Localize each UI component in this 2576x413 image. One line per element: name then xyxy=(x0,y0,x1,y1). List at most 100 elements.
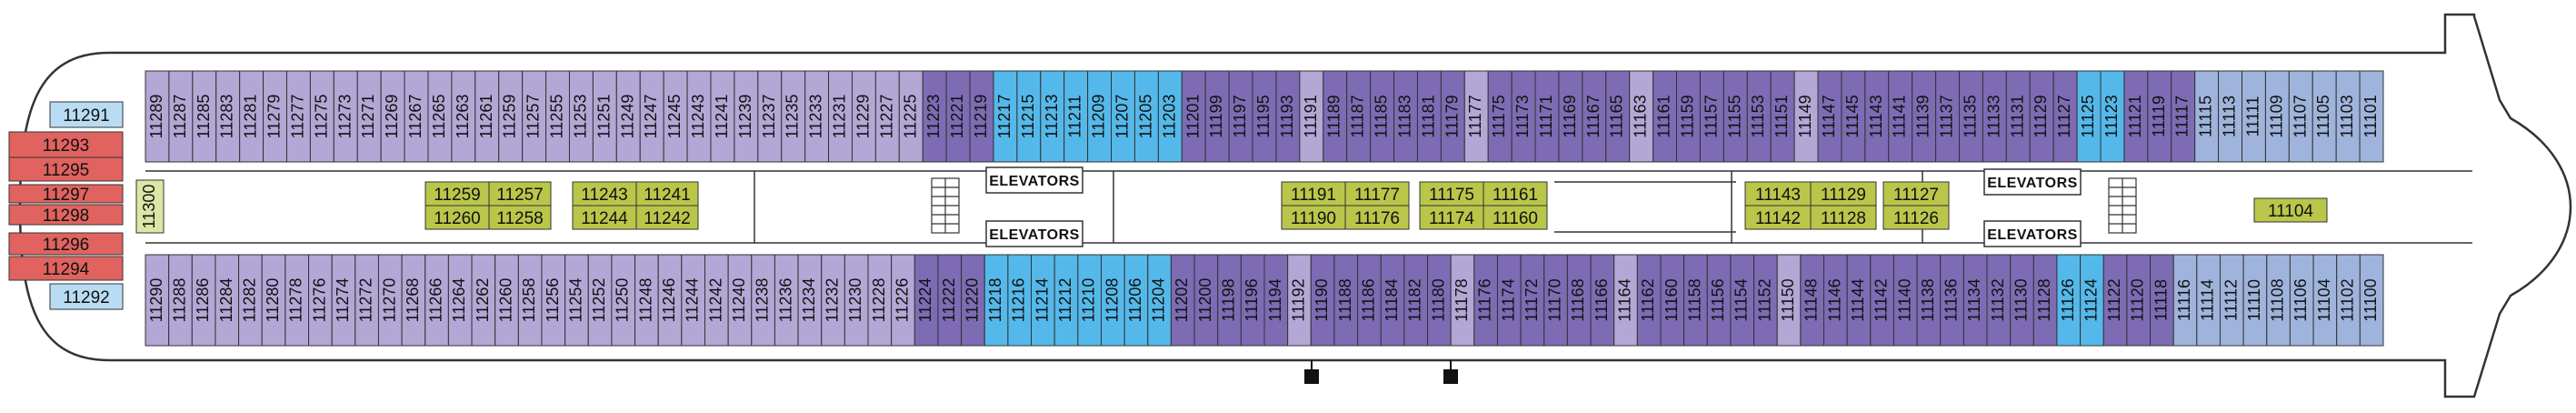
cabin[interactable]: 11204 xyxy=(1147,254,1172,347)
cabin[interactable]: 11233 xyxy=(804,70,830,163)
cabin[interactable]: 11199 xyxy=(1204,70,1230,163)
cabin[interactable]: 11143 xyxy=(1864,70,1890,163)
cabin[interactable]: 11258 xyxy=(488,205,552,230)
cabin[interactable]: 11130 xyxy=(2010,254,2034,347)
cabin[interactable]: 11126 xyxy=(1882,205,1950,230)
cabin[interactable]: 11276 xyxy=(308,254,333,347)
cabin[interactable]: 11107 xyxy=(2288,70,2313,163)
cabin[interactable]: 11254 xyxy=(564,254,589,347)
cabin[interactable]: 11219 xyxy=(969,70,994,163)
cabin[interactable]: 11245 xyxy=(663,70,688,163)
cabin[interactable]: 11268 xyxy=(401,254,426,347)
cabin[interactable]: 11209 xyxy=(1087,70,1113,163)
cabin[interactable]: 11113 xyxy=(2218,70,2243,163)
cabin[interactable]: 11251 xyxy=(592,70,617,163)
cabin[interactable]: 11177 xyxy=(1344,181,1410,206)
cabin[interactable]: 11230 xyxy=(844,254,869,347)
cabin[interactable]: 11296 xyxy=(8,232,124,256)
cabin[interactable]: 11287 xyxy=(168,70,194,163)
cabin[interactable]: 11262 xyxy=(471,254,496,347)
cabin[interactable]: 11205 xyxy=(1133,70,1159,163)
cabin[interactable]: 11220 xyxy=(961,254,985,347)
cabin[interactable]: 11141 xyxy=(1888,70,1913,163)
cabin[interactable]: 11106 xyxy=(2289,254,2314,347)
cabin[interactable]: 11228 xyxy=(867,254,893,347)
cabin[interactable]: 11186 xyxy=(1357,254,1382,347)
cabin[interactable]: 11114 xyxy=(2196,254,2221,347)
cabin[interactable]: 11211 xyxy=(1063,70,1089,163)
cabin[interactable]: 11190 xyxy=(1281,205,1346,230)
cabin[interactable]: 11122 xyxy=(2102,254,2128,347)
cabin[interactable]: 11175 xyxy=(1487,70,1513,163)
cabin[interactable]: 11264 xyxy=(447,254,473,347)
cabin[interactable]: 11290 xyxy=(145,254,170,347)
cabin[interactable]: 11289 xyxy=(145,70,170,163)
cabin[interactable]: 11160 xyxy=(1483,205,1548,230)
cabin[interactable]: 11192 xyxy=(1287,254,1312,347)
cabin[interactable]: 11175 xyxy=(1419,181,1484,206)
cabin[interactable]: 11196 xyxy=(1240,254,1265,347)
cabin[interactable]: 11261 xyxy=(474,70,500,163)
cabin[interactable]: 11226 xyxy=(891,254,915,347)
cabin[interactable]: 11236 xyxy=(774,254,799,347)
cabin[interactable]: 11247 xyxy=(639,70,664,163)
cabin[interactable]: 11210 xyxy=(1077,254,1102,347)
cabin[interactable]: 11224 xyxy=(914,254,939,347)
cabin[interactable]: 11185 xyxy=(1370,70,1395,163)
cabin[interactable]: 11177 xyxy=(1463,70,1489,163)
cabin[interactable]: 11123 xyxy=(2100,70,2125,163)
cabin[interactable]: 11179 xyxy=(1440,70,1465,163)
cabin[interactable]: 11265 xyxy=(427,70,453,163)
cabin[interactable]: 11273 xyxy=(333,70,358,163)
cabin[interactable]: 11281 xyxy=(239,70,265,163)
cabin[interactable]: 11257 xyxy=(488,181,552,206)
cabin[interactable]: 11132 xyxy=(1986,254,2012,347)
cabin[interactable]: 11142 xyxy=(1744,205,1812,230)
cabin[interactable]: 11274 xyxy=(331,254,356,347)
cabin[interactable]: 11109 xyxy=(2264,70,2290,163)
cabin[interactable]: 11198 xyxy=(1217,254,1242,347)
cabin[interactable]: 11216 xyxy=(1007,254,1033,347)
cabin[interactable]: 11112 xyxy=(2219,254,2244,347)
cabin[interactable]: 11294 xyxy=(8,256,124,281)
cabin[interactable]: 11115 xyxy=(2194,70,2220,163)
cabin[interactable]: 11150 xyxy=(1776,254,1802,347)
cabin[interactable]: 11213 xyxy=(1040,70,1065,163)
cabin[interactable]: 11181 xyxy=(1416,70,1442,163)
cabin[interactable]: 11136 xyxy=(1940,254,1964,347)
cabin[interactable]: 11135 xyxy=(1959,70,1983,163)
cabin[interactable]: 11119 xyxy=(2147,70,2172,163)
cabin[interactable]: 11242 xyxy=(635,205,699,230)
cabin[interactable]: 11103 xyxy=(2335,70,2361,163)
cabin[interactable]: 11125 xyxy=(2076,70,2102,163)
cabin[interactable]: 11178 xyxy=(1450,254,1475,347)
cabin[interactable]: 11165 xyxy=(1605,70,1631,163)
cabin[interactable]: 11110 xyxy=(2242,254,2268,347)
cabin[interactable]: 11161 xyxy=(1483,181,1548,206)
cabin[interactable]: 11138 xyxy=(1916,254,1942,347)
cabin[interactable]: 11133 xyxy=(1982,70,2007,163)
cabin[interactable]: 11255 xyxy=(545,70,570,163)
cabin[interactable]: 11259 xyxy=(498,70,524,163)
cabin[interactable]: 11145 xyxy=(1841,70,1866,163)
cabin[interactable]: 11161 xyxy=(1652,70,1678,163)
cabin[interactable]: 11105 xyxy=(2311,70,2337,163)
cabin[interactable]: 11101 xyxy=(2359,70,2384,163)
cabin[interactable]: 11206 xyxy=(1123,254,1149,347)
cabin[interactable]: 11270 xyxy=(377,254,403,347)
cabin[interactable]: 11263 xyxy=(451,70,476,163)
cabin[interactable]: 11248 xyxy=(634,254,659,347)
cabin[interactable]: 11152 xyxy=(1753,254,1778,347)
cabin[interactable]: 11149 xyxy=(1793,70,1819,163)
cabin[interactable]: 11201 xyxy=(1181,70,1206,163)
cabin[interactable]: 11174 xyxy=(1419,205,1484,230)
cabin[interactable]: 11195 xyxy=(1252,70,1277,163)
cabin[interactable]: 11147 xyxy=(1817,70,1842,163)
cabin[interactable]: 11139 xyxy=(1912,70,1937,163)
cabin[interactable]: 11182 xyxy=(1403,254,1429,347)
cabin[interactable]: 11240 xyxy=(727,254,753,347)
cabin[interactable]: 11293 xyxy=(8,131,124,158)
cabin[interactable]: 11171 xyxy=(1534,70,1560,163)
cabin[interactable]: 11229 xyxy=(851,70,876,163)
cabin[interactable]: 11218 xyxy=(983,254,1009,347)
